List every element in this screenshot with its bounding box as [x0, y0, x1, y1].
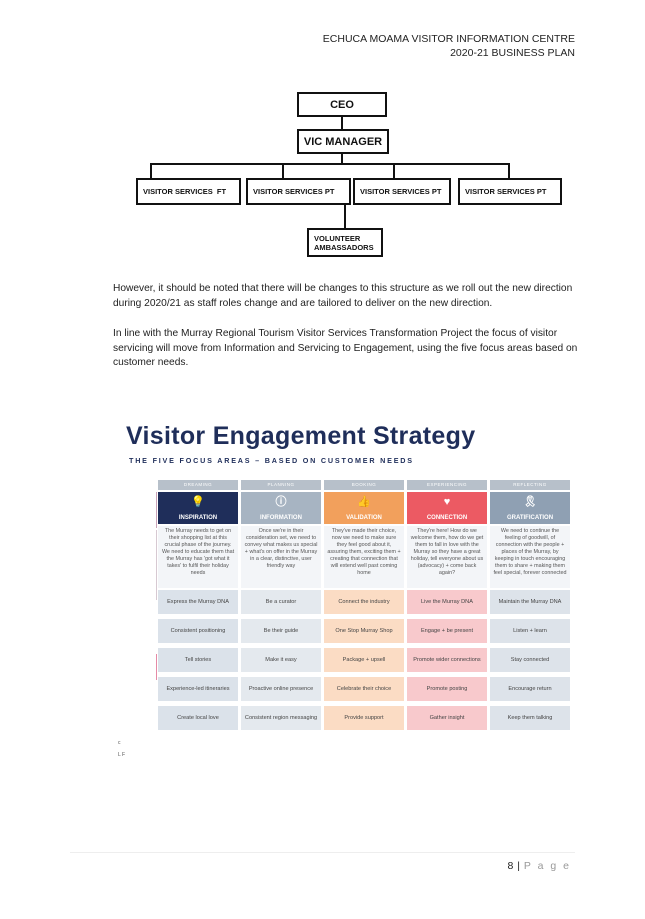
org-connector: [341, 117, 343, 129]
focus-area-description: They've made their choice, now we need t…: [324, 526, 404, 588]
org-ceo-label: CEO: [330, 98, 354, 111]
org-manager-box: VIC MANAGER: [297, 129, 389, 154]
strategy-cell: Connect the industry: [324, 590, 404, 614]
org-staff-box: VISITOR SERVICES PT: [458, 178, 562, 205]
focus-area-label: INSPIRATION: [178, 515, 218, 521]
org-connector: [508, 163, 510, 179]
org-staff-box: VISITOR SERVICES PT: [353, 178, 451, 205]
org-connector: [282, 163, 284, 179]
strategy-cell: Make it easy: [241, 648, 321, 672]
org-volunteers-label-2: AMBASSADORS: [314, 242, 374, 252]
focus-area-description: They're here! How do we welcome them, ho…: [407, 526, 487, 588]
org-connector: [150, 163, 152, 179]
heart-icon: ♥: [443, 496, 451, 508]
org-connector: [393, 163, 395, 179]
strategy-cell: Encourage return: [490, 677, 570, 701]
strategy-cell: Consistent region messaging: [241, 706, 321, 730]
stage-label: DREAMING: [158, 480, 238, 490]
strategy-cell: Proactive online presence: [241, 677, 321, 701]
org-staff-label: VISITOR SERVICES PT: [253, 187, 335, 196]
strategy-cell: Gather insight: [407, 706, 487, 730]
stage-label: BOOKING: [324, 480, 404, 490]
org-staff-label: VISITOR SERVICES FT: [143, 187, 227, 196]
strategy-cell: Package + upsell: [324, 648, 404, 672]
strategy-cell: Keep them talking: [490, 706, 570, 730]
org-connector: [344, 205, 346, 229]
stage-label: EXPERIENCING: [407, 480, 487, 490]
strategy-cell: Maintain the Murray DNA: [490, 590, 570, 614]
org-staff-label: VISITOR SERVICES PT: [465, 187, 547, 196]
strategy-cell: Create local love: [158, 706, 238, 730]
focus-area-description: Once we're in their consideration set, w…: [241, 526, 321, 588]
org-manager-label: VIC MANAGER: [303, 135, 383, 148]
org-staff-label: VISITOR SERVICES PT: [360, 187, 442, 196]
strategy-cell: Experience-led itineraries: [158, 677, 238, 701]
award-ribbon-icon: 🎗: [523, 496, 537, 508]
page-number-value: 8: [507, 860, 514, 872]
footnote-mark: L F: [118, 752, 126, 758]
strategy-title: Visitor Engagement Strategy: [126, 422, 476, 450]
org-chart: CEO VIC MANAGER VISITOR SERVICES FT VISI…: [0, 0, 645, 270]
strategy-cell: Celebrate their choice: [324, 677, 404, 701]
strategy-cell: Provide support: [324, 706, 404, 730]
focus-area-header: 🎗 GRATIFICATION: [490, 492, 570, 524]
org-connector: [341, 154, 343, 164]
strategy-cell: Be a curator: [241, 590, 321, 614]
page-number-separator: |: [517, 860, 521, 872]
footer-rule: [70, 852, 575, 853]
body-paragraph: In line with the Murray Regional Tourism…: [113, 328, 578, 368]
strategy-cell: Promote wider connections: [407, 648, 487, 672]
focus-area-label: INFORMATION: [260, 515, 302, 521]
thumbs-up-icon: 👍: [357, 496, 371, 508]
body-paragraph: However, it should be noted that there w…: [113, 283, 573, 309]
row-band-marker: [156, 654, 165, 680]
strategy-cell: Be their guide: [241, 619, 321, 643]
focus-area-label: VALIDATION: [346, 515, 382, 521]
strategy-cell: Live the Murray DNA: [407, 590, 487, 614]
focus-area-label: GRATIFICATION: [506, 515, 554, 521]
strategy-cell: Tell stories: [158, 648, 238, 672]
row-band-marker: [156, 530, 165, 600]
strategy-cell: Express the Murray DNA: [158, 590, 238, 614]
org-connector: [150, 163, 510, 165]
strategy-cell: Listen + learn: [490, 619, 570, 643]
strategy-subtitle: THE FIVE FOCUS AREAS – BASED ON CUSTOMER…: [129, 456, 414, 465]
focus-area-description: We need to continue the feeling of goodw…: [490, 526, 570, 588]
header-plan-title: 2020-21 BUSINESS PLAN: [450, 47, 575, 59]
focus-area-label: CONNECTION: [426, 515, 468, 521]
footnote-mark: c: [118, 740, 121, 746]
strategy-cell: Engage + be present: [407, 619, 487, 643]
org-volunteers-box: VOLUNTEER AMBASSADORS: [307, 228, 383, 257]
stage-label: REFLECTING: [490, 480, 570, 490]
strategy-cell: Stay connected: [490, 648, 570, 672]
org-staff-box: VISITOR SERVICES FT: [136, 178, 241, 205]
strategy-cell: Promote posting: [407, 677, 487, 701]
strategy-cell: Consistent positioning: [158, 619, 238, 643]
focus-area-header: 💡 INSPIRATION: [158, 492, 238, 524]
focus-area-header: ♥ CONNECTION: [407, 492, 487, 524]
info-icon: ⓘ: [275, 496, 287, 508]
focus-area-header: 👍 VALIDATION: [324, 492, 404, 524]
document-header: ECHUCA MOAMA VISITOR INFORMATION CENTRE …: [323, 32, 575, 60]
org-ceo-box: CEO: [297, 92, 387, 117]
org-staff-box: VISITOR SERVICES PT: [246, 178, 351, 205]
lightbulb-icon: 💡: [191, 496, 205, 508]
page-number: 8 | P a g e: [507, 860, 571, 872]
stage-label: PLANNING: [241, 480, 321, 490]
header-organisation: ECHUCA MOAMA VISITOR INFORMATION CENTRE: [322, 33, 575, 45]
strategy-cell: One Stop Murray Shop: [324, 619, 404, 643]
org-volunteers-label-1: VOLUNTEER: [314, 233, 361, 243]
page-label: P a g e: [523, 860, 571, 872]
focus-area-description: The Murray needs to get on their shoppin…: [158, 526, 238, 588]
visitor-engagement-strategy: Visitor Engagement Strategy THE FIVE FOC…: [126, 420, 574, 745]
row-band-marker: [156, 492, 165, 528]
